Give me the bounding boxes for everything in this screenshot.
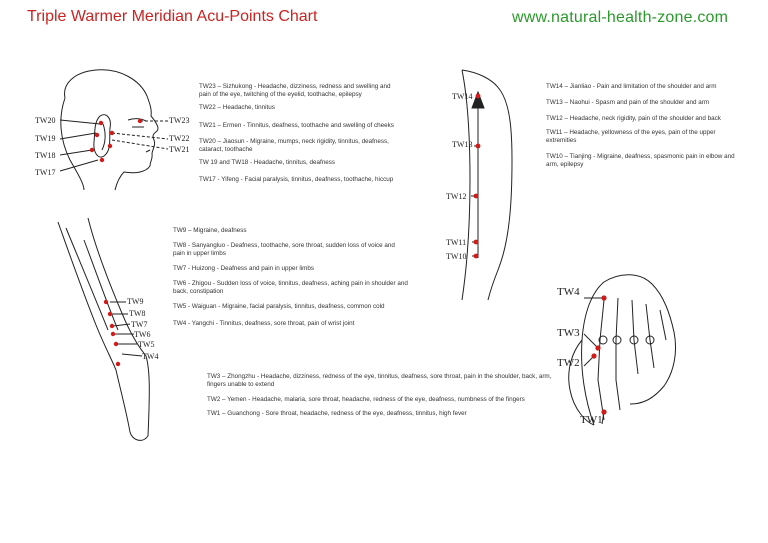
label-head-tw23: TW23 — [169, 116, 190, 125]
head-point-tw20 — [98, 120, 104, 126]
forearm-point-tw8 — [107, 311, 113, 317]
label-head-tw20: TW20 — [35, 116, 56, 125]
label-forearm-tw9: TW9 — [127, 297, 144, 306]
label-arm-tw10: TW10 — [446, 252, 467, 261]
label-forearm-tw4: TW4 — [142, 352, 159, 361]
label-head-tw18: TW18 — [35, 151, 56, 160]
label-forearm-tw8: TW8 — [129, 309, 146, 318]
note-forearm-tw5: TW5 - Waiguan - Migraine, facial paralys… — [173, 303, 385, 310]
head-point-tw23 — [137, 118, 143, 124]
note-head-tw19-tw18: TW 19 and TW18 - Headache, tinnitus, dea… — [199, 159, 336, 166]
note-head-tw23: TW23 – Sizhukong - Headache, dizziness, … — [199, 83, 391, 99]
label-forearm-tw6: TW6 — [134, 330, 151, 339]
label-head-tw22: TW22 — [169, 134, 190, 143]
note-arm-tw11: TW11 – Headache, yellowness of the eyes,… — [546, 129, 716, 145]
hand-illustration — [568, 274, 677, 426]
head-point-tw17 — [99, 157, 105, 163]
label-hand-tw4: TW4 — [557, 286, 580, 298]
website-url[interactable]: www.natural-health-zone.com — [512, 9, 729, 26]
label-arm-tw11: TW11 — [446, 238, 467, 247]
head-illustration — [59, 69, 169, 191]
label-hand-tw3: TW3 — [557, 327, 580, 339]
note-head-tw21: TW21 – Ermen - Tinnitus, deafness, tooth… — [199, 122, 394, 129]
head-point-tw19 — [94, 132, 100, 138]
forearm-point-tw9 — [103, 299, 109, 305]
label-hand-tw1: TW1 — [580, 414, 603, 426]
note-hand-tw1: TW1 – Guanchong - Sore throat, headache,… — [207, 410, 467, 417]
label-arm-tw13: TW13 — [452, 140, 473, 149]
arm-point-tw10 — [473, 253, 479, 259]
hand-point-tw2 — [591, 353, 597, 359]
head-point-tw22 — [109, 130, 115, 136]
forearm-point-tw7 — [109, 323, 115, 329]
arm-point-tw12 — [473, 193, 479, 199]
note-forearm-tw8: TW8 - Sanyangluo - Deafness, toothache, … — [173, 242, 395, 258]
note-arm-tw12: TW12 – Headache, neck rigidity, pain of … — [546, 115, 721, 122]
arm-point-tw13 — [475, 143, 481, 149]
label-arm-tw14: TW14 — [452, 92, 473, 101]
forearm-illustration — [57, 217, 150, 441]
note-forearm-tw7: TW7 - Huizong - Deafness and pain in upp… — [173, 265, 315, 272]
note-forearm-tw6: TW6 - Zhigou - Sudden loss of voice, tin… — [173, 280, 408, 296]
note-arm-tw13: TW13 – Naohui - Spasm and pain of the sh… — [546, 99, 710, 106]
label-head-tw17: TW17 — [35, 168, 56, 177]
label-arm-tw12: TW12 — [446, 192, 467, 201]
page-title: Triple Warmer Meridian Acu-Points Chart — [27, 8, 318, 25]
label-forearm-tw5: TW5 — [138, 340, 155, 349]
note-head-tw20: TW20 – Jiaosun - Migraine, mumps, neck r… — [199, 138, 389, 154]
note-forearm-tw9: TW9 – Migraine, deafness — [173, 227, 247, 234]
note-arm-tw14: TW14 – Jianliao - Pain and limitation of… — [546, 83, 717, 90]
note-forearm-tw4: TW4 - Yangchi - Tinnitus, deafness, sore… — [173, 320, 355, 327]
note-head-tw17: TW17 - Yifeng - Facial paralysis, tinnit… — [199, 176, 394, 183]
arm-point-tw11 — [473, 239, 479, 245]
note-arm-tw10: TW10 – Tianjing - Migraine, deafness, sp… — [546, 153, 735, 169]
label-forearm-tw7: TW7 — [131, 320, 148, 329]
forearm-point-tw4 — [115, 361, 121, 367]
arm-illustration — [461, 69, 513, 301]
note-hand-tw3: TW3 – Zhongzhu - Headache, dizziness, re… — [207, 373, 552, 389]
label-hand-tw2: TW2 — [557, 357, 580, 369]
note-head-tw22: TW22 – Headache, tinnitus — [199, 104, 275, 111]
note-hand-tw2: TW2 – Yemen - Headache, malaria, sore th… — [207, 396, 525, 403]
forearm-point-tw6 — [110, 331, 116, 337]
acu-point-markers — [89, 93, 607, 415]
head-point-tw18 — [89, 147, 95, 153]
head-point-tw21 — [107, 143, 113, 149]
hand-point-tw3 — [595, 345, 601, 351]
hand-point-tw4 — [601, 295, 607, 301]
label-head-tw19: TW19 — [35, 134, 56, 143]
forearm-point-tw5 — [113, 341, 119, 347]
arm-point-tw14 — [475, 93, 481, 99]
hand-point-tw1 — [601, 409, 607, 415]
label-head-tw21: TW21 — [169, 145, 190, 154]
